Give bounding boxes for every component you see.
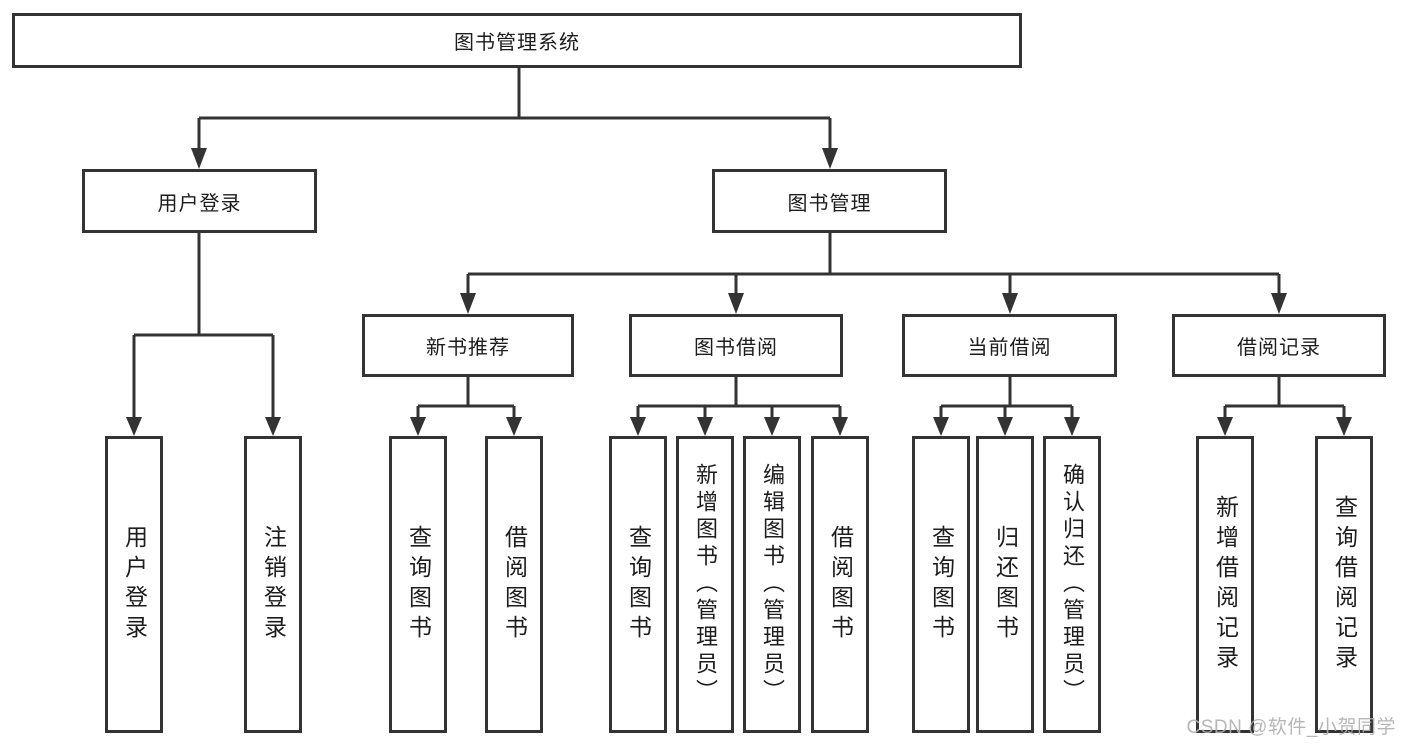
leaf-user-login: 用户登录 xyxy=(105,436,163,733)
leaf-query-books-borrow-label: 查询图书 xyxy=(625,524,652,645)
leaf-edit-books-admin-label: 编辑图书（管理员） xyxy=(760,463,785,706)
leaf-add-borrow-record: 新增借阅记录 xyxy=(1196,436,1254,733)
leaf-query-books-current: 查询图书 xyxy=(912,436,970,733)
leaf-query-borrow-record: 查询借阅记录 xyxy=(1315,436,1373,733)
node-user-login-label: 用户登录 xyxy=(157,192,242,215)
node-root: 图书管理系统 xyxy=(12,13,1022,68)
leaf-logout: 注销登录 xyxy=(244,436,302,733)
connector-new-book-recommend xyxy=(416,377,516,420)
node-user-login: 用户登录 xyxy=(82,169,317,233)
node-book-borrow-label: 图书借阅 xyxy=(694,337,778,359)
connector-book-management xyxy=(466,233,1281,296)
leaf-query-borrow-record-label: 查询借阅记录 xyxy=(1331,494,1358,675)
node-borrow-records: 借阅记录 xyxy=(1172,314,1386,377)
leaf-add-books-admin: 新增图书（管理员） xyxy=(676,436,734,733)
leaf-confirm-return-admin-label: 确认归还（管理员） xyxy=(1060,463,1085,706)
node-current-borrow: 当前借阅 xyxy=(902,314,1117,377)
leaf-return-books-label: 归还图书 xyxy=(992,524,1019,645)
leaf-borrow-books-label: 借阅图书 xyxy=(827,524,854,645)
connector-book-borrow xyxy=(636,377,842,420)
connector-borrow-records xyxy=(1223,377,1346,420)
leaf-add-borrow-record-label: 新增借阅记录 xyxy=(1212,494,1239,675)
leaf-user-login-label: 用户登录 xyxy=(121,524,148,645)
node-new-book-recommend-label: 新书推荐 xyxy=(426,337,510,359)
connector-root xyxy=(197,68,832,150)
leaf-edit-books-admin: 编辑图书（管理员） xyxy=(743,436,801,733)
leaf-query-books-recommend-label: 查询图书 xyxy=(405,524,432,645)
leaf-add-books-admin-label: 新增图书（管理员） xyxy=(693,463,718,706)
leaf-query-books-recommend: 查询图书 xyxy=(389,436,447,733)
watermark: CSDN @软件_小贺同学 xyxy=(1186,717,1396,738)
leaf-query-books-borrow: 查询图书 xyxy=(609,436,667,733)
node-book-borrow: 图书借阅 xyxy=(629,314,843,377)
leaf-return-books: 归还图书 xyxy=(976,436,1034,733)
leaf-borrow-books-recommend: 借阅图书 xyxy=(485,436,543,733)
node-root-label: 图书管理系统 xyxy=(454,32,580,54)
connector-current-borrow xyxy=(939,377,1074,420)
leaf-query-books-current-label: 查询图书 xyxy=(928,524,955,645)
node-current-borrow-label: 当前借阅 xyxy=(967,337,1052,359)
leaf-borrow-books-recommend-label: 借阅图书 xyxy=(501,524,528,645)
leaf-logout-label: 注销登录 xyxy=(260,524,287,645)
leaf-borrow-books: 借阅图书 xyxy=(811,436,869,733)
node-new-book-recommend: 新书推荐 xyxy=(362,314,574,377)
connector-user-login xyxy=(132,233,275,418)
node-borrow-records-label: 借阅记录 xyxy=(1237,337,1321,359)
leaf-confirm-return-admin: 确认归还（管理员） xyxy=(1043,436,1101,733)
node-book-management-label: 图书管理 xyxy=(787,192,872,215)
node-book-management: 图书管理 xyxy=(712,169,947,233)
